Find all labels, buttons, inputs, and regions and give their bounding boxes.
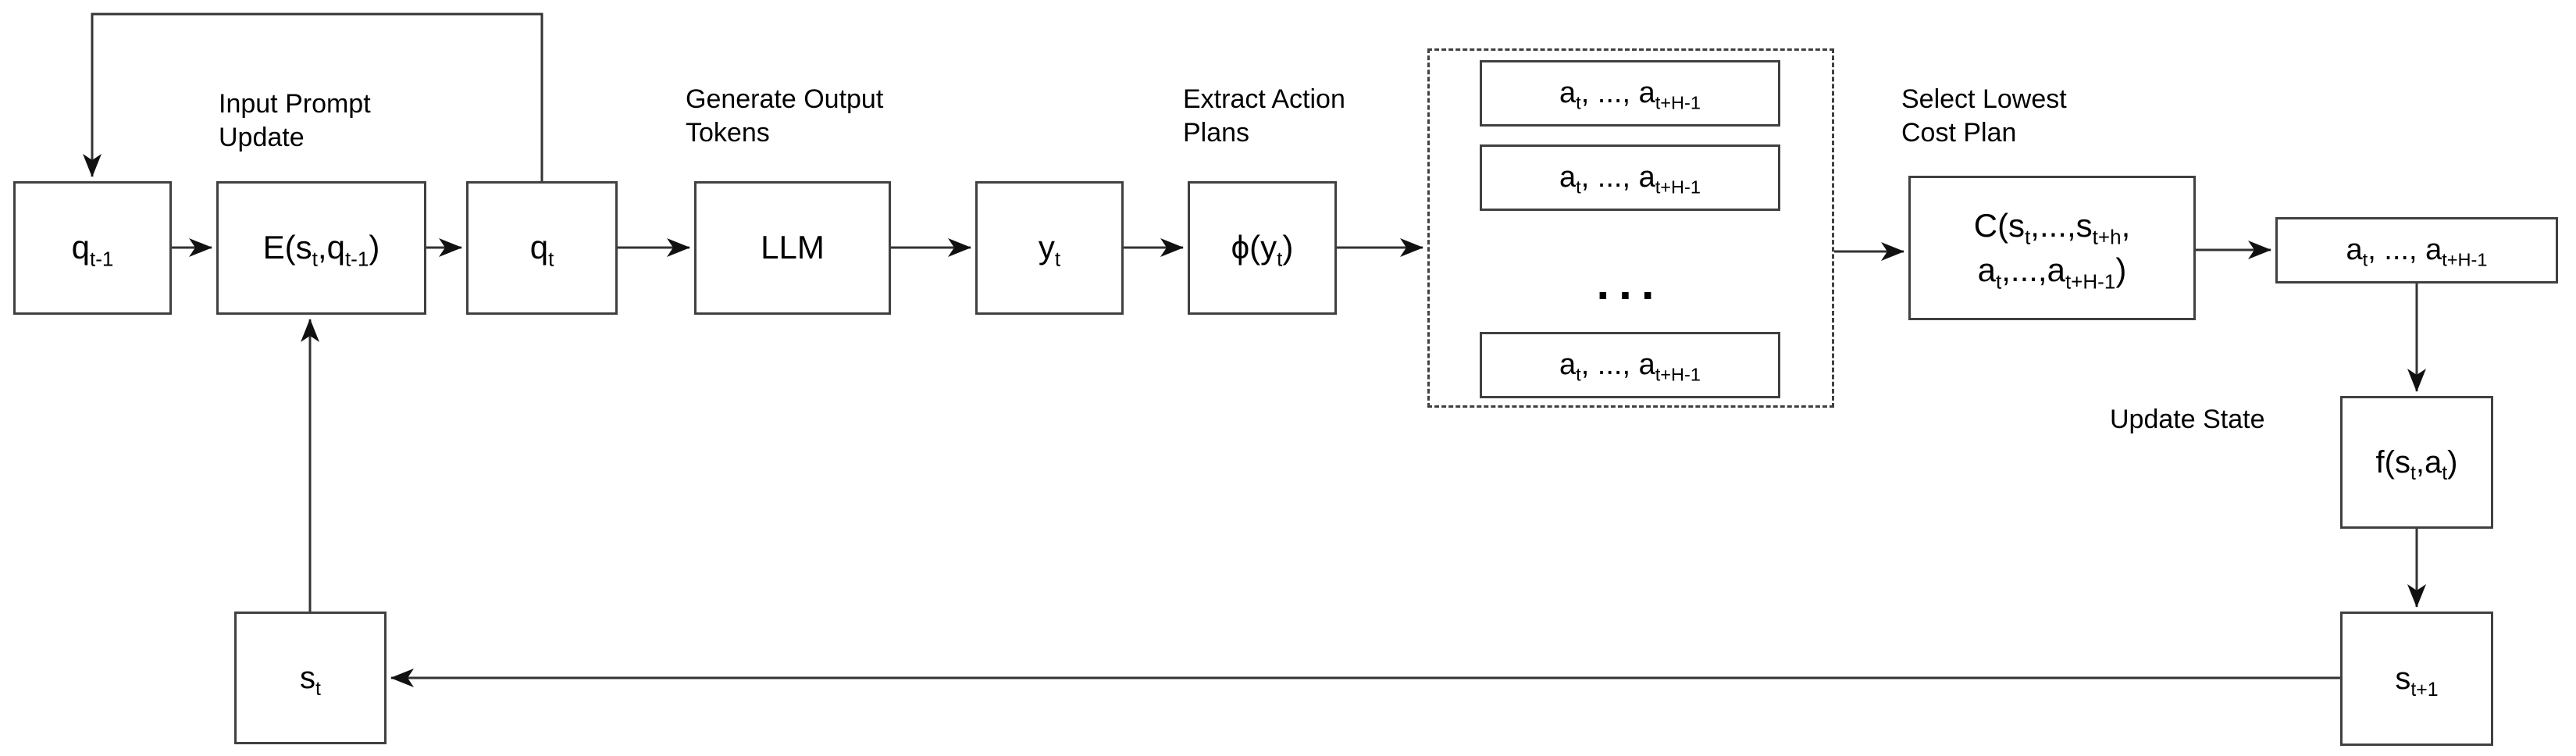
label-select-lowest-cost-plan: Select Lowest Cost Plan bbox=[1901, 84, 2067, 148]
plan-row-2: at, ..., at+H-1 bbox=[1480, 144, 1780, 211]
node-state-update-function: f(st,at) bbox=[2340, 396, 2493, 529]
node-s-t-label: st bbox=[300, 661, 321, 700]
node-y-t-label: yt bbox=[1038, 229, 1061, 271]
node-selected-plan: at, ..., at+H-1 bbox=[2275, 217, 2558, 284]
node-selected-plan-label: at, ..., at+H-1 bbox=[2346, 233, 2488, 270]
plan-row-3-label: at, ..., at+H-1 bbox=[1559, 348, 1701, 385]
node-prompt-update-function: E(st,qt-1) bbox=[216, 181, 426, 315]
label-generate-output-tokens: Generate Output Tokens bbox=[686, 84, 884, 148]
node-q-t: qt bbox=[466, 181, 618, 315]
label-input-prompt-update: Input Prompt Update bbox=[219, 89, 371, 152]
node-llm-label: LLM bbox=[761, 229, 825, 266]
plan-row-2-label: at, ..., at+H-1 bbox=[1559, 160, 1701, 198]
node-s-t: st bbox=[234, 612, 387, 744]
node-llm: LLM bbox=[694, 181, 891, 315]
node-s-next: st+1 bbox=[2340, 612, 2493, 746]
node-cost-line1: C(st,...,st+h, bbox=[1973, 206, 2131, 249]
node-q-prev-label: qt-1 bbox=[71, 229, 114, 271]
label-extract-action-plans: Extract Action Plans bbox=[1183, 84, 1345, 148]
node-phi-extractor: ϕ(yt) bbox=[1188, 181, 1337, 315]
label-update-state: Update State bbox=[2110, 405, 2265, 434]
node-phi-label: ϕ(yt) bbox=[1231, 229, 1294, 271]
plan-row-3: at, ..., at+H-1 bbox=[1480, 332, 1780, 398]
node-y-t: yt bbox=[975, 181, 1124, 315]
node-prompt-update-label: E(st,qt-1) bbox=[262, 229, 380, 271]
node-q-prev: qt-1 bbox=[13, 181, 172, 315]
plan-row-1-label: at, ..., at+H-1 bbox=[1559, 76, 1701, 113]
node-cost-function: C(st,...,st+h, at,...,at+H-1) bbox=[1908, 176, 2196, 320]
node-cost-label: C(st,...,st+h, at,...,at+H-1) bbox=[1974, 204, 2131, 292]
node-cost-line2: at,...,at+H-1) bbox=[1977, 251, 2127, 293]
node-state-update-label: f(st,at) bbox=[2375, 445, 2458, 484]
plans-ellipsis: ... bbox=[1596, 256, 1664, 309]
plan-row-1: at, ..., at+H-1 bbox=[1480, 60, 1780, 127]
action-plans-container: at, ..., at+H-1 at, ..., at+H-1 ... at, … bbox=[1427, 48, 1834, 408]
node-s-next-label: st+1 bbox=[2395, 662, 2439, 701]
node-q-t-label: qt bbox=[529, 229, 554, 271]
